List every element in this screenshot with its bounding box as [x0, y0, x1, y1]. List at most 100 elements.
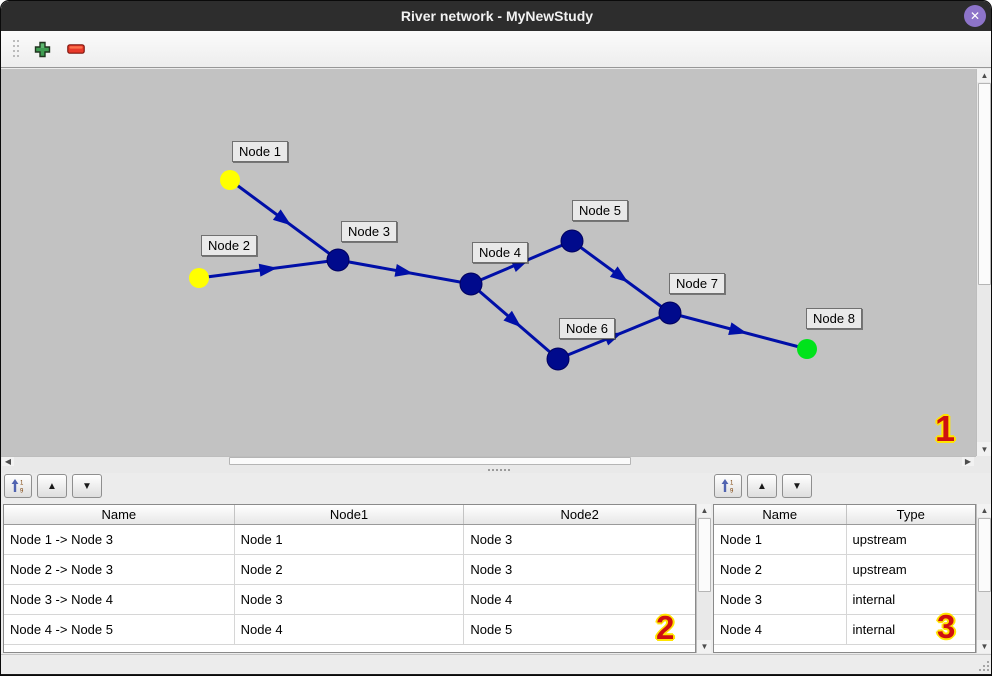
table-cell[interactable]: Node 3: [235, 585, 465, 614]
table-cell[interactable]: Node 4: [714, 615, 847, 644]
table-row[interactable]: Node 1 upstream: [714, 525, 975, 555]
title-bar[interactable]: River network - MyNewStudy ✕: [1, 1, 991, 31]
table-row[interactable]: Node 2 upstream: [714, 555, 975, 585]
table-cell[interactable]: Node 3: [470, 532, 513, 547]
table-cell[interactable]: Node 1: [235, 525, 465, 554]
table-row[interactable]: Node 4 internal: [714, 615, 975, 645]
node-circle[interactable]: [220, 170, 240, 190]
resize-grip-icon[interactable]: [977, 659, 989, 671]
table-cell[interactable]: Node 3: [470, 562, 513, 577]
vertical-scroll-thumb[interactable]: [698, 518, 711, 592]
column-header-name[interactable]: Name: [4, 505, 235, 524]
move-down-button[interactable]: ▼: [782, 474, 812, 498]
triangle-up-icon: ▲: [47, 480, 57, 492]
table-cell[interactable]: Node 2: [235, 555, 465, 584]
toolbar-drag-handle-icon[interactable]: [13, 38, 19, 60]
table-cell[interactable]: Node 3 -> Node 4: [4, 585, 235, 614]
reaches-table-scrollbar[interactable]: ▲ ▼: [696, 504, 712, 653]
table-cell[interactable]: Node 1 -> Node 3: [4, 525, 235, 554]
table-row[interactable]: Node 3 internal: [714, 585, 975, 615]
node-circle[interactable]: [546, 347, 570, 371]
scroll-up-arrow-icon[interactable]: ▲: [977, 504, 991, 517]
move-down-button[interactable]: ▼: [72, 474, 102, 498]
table-cell[interactable]: Node 2 -> Node 3: [4, 555, 235, 584]
flow-direction-arrow-icon: [609, 266, 629, 283]
flow-direction-arrow-icon: [728, 322, 748, 335]
close-button[interactable]: ✕: [964, 5, 986, 27]
node-label: Node 2: [201, 235, 257, 256]
node-label: Node 4: [472, 242, 528, 263]
sort-button[interactable]: 1 9: [714, 474, 742, 498]
sort-ascending-icon: 1 9: [11, 479, 24, 495]
triangle-down-icon: ▼: [792, 480, 802, 492]
move-up-button[interactable]: ▲: [37, 474, 67, 498]
table-cell[interactable]: Node 4 -> Node 5: [4, 615, 235, 644]
som-mark-3: 3: [937, 608, 956, 645]
remove-node-button[interactable]: [61, 35, 91, 63]
canvas-vertical-scrollbar[interactable]: ▲ ▼: [976, 69, 991, 456]
window-bottom-edge: [1, 674, 991, 675]
table-cell[interactable]: internal: [852, 592, 896, 607]
node-circle[interactable]: [326, 248, 350, 272]
triangle-down-icon: ▼: [82, 480, 92, 492]
sort-button[interactable]: 1 9: [4, 474, 32, 498]
sort-ascending-icon: 1 9: [721, 479, 734, 494]
scroll-down-arrow-icon[interactable]: ▼: [697, 640, 712, 653]
table-cell[interactable]: Node 4: [470, 592, 513, 607]
triangle-up-icon: ▲: [757, 480, 767, 492]
table-cell[interactable]: Node 5: [470, 622, 513, 637]
horizontal-splitter-handle[interactable]: [1, 466, 991, 473]
scroll-right-arrow-icon[interactable]: ▶: [962, 457, 974, 466]
node-circle[interactable]: [560, 229, 584, 253]
vertical-scroll-thumb[interactable]: [978, 518, 991, 592]
nodes-table-scrollbar[interactable]: ▲ ▼: [976, 504, 991, 653]
scroll-left-arrow-icon[interactable]: ◀: [2, 457, 14, 466]
svg-text:1: 1: [20, 481, 24, 487]
table-cell[interactable]: Node 2: [714, 555, 847, 584]
horizontal-scroll-thumb[interactable]: [229, 457, 631, 465]
table-cell[interactable]: Node 1: [714, 525, 847, 554]
svg-text:9: 9: [20, 489, 24, 495]
node-label: Node 8: [806, 308, 862, 329]
node-label: Node 7: [669, 273, 725, 294]
status-bar: [1, 654, 991, 674]
column-header-name[interactable]: Name: [714, 505, 847, 524]
scrollbar-corner: [976, 456, 991, 466]
node-circle[interactable]: [797, 339, 817, 359]
scroll-up-arrow-icon[interactable]: ▲: [697, 504, 712, 517]
main-toolbar: [1, 31, 991, 68]
flow-direction-arrow-icon: [272, 209, 292, 226]
move-up-button[interactable]: ▲: [747, 474, 777, 498]
node-label: Node 5: [572, 200, 628, 221]
node-circle[interactable]: [189, 268, 209, 288]
canvas-horizontal-scrollbar[interactable]: ◀ ▶: [1, 456, 976, 466]
column-header-node2[interactable]: Node2: [560, 507, 599, 522]
window-title: River network - MyNewStudy: [400, 8, 594, 24]
add-node-button[interactable]: [27, 35, 57, 63]
table-cell[interactable]: upstream: [852, 562, 907, 577]
table-cell[interactable]: Node 4: [235, 615, 465, 644]
vertical-scroll-thumb[interactable]: [978, 83, 991, 285]
table-cell[interactable]: internal: [852, 622, 896, 637]
scroll-down-arrow-icon[interactable]: ▼: [977, 442, 991, 456]
som-mark-1: 1: [935, 408, 956, 449]
scroll-up-arrow-icon[interactable]: ▲: [977, 69, 991, 82]
close-icon: ✕: [969, 9, 981, 23]
node-circle[interactable]: [459, 272, 483, 296]
column-header-type[interactable]: Type: [896, 507, 925, 522]
node-circle[interactable]: [658, 301, 682, 325]
flow-direction-arrow-icon: [258, 263, 278, 277]
scroll-down-arrow-icon[interactable]: ▼: [977, 640, 991, 653]
column-header-node1[interactable]: Node1: [235, 505, 465, 524]
node-label: Node 6: [559, 318, 615, 339]
table-cell[interactable]: upstream: [852, 532, 907, 547]
minus-icon: [67, 44, 85, 54]
table-cell[interactable]: Node 3: [714, 585, 847, 614]
